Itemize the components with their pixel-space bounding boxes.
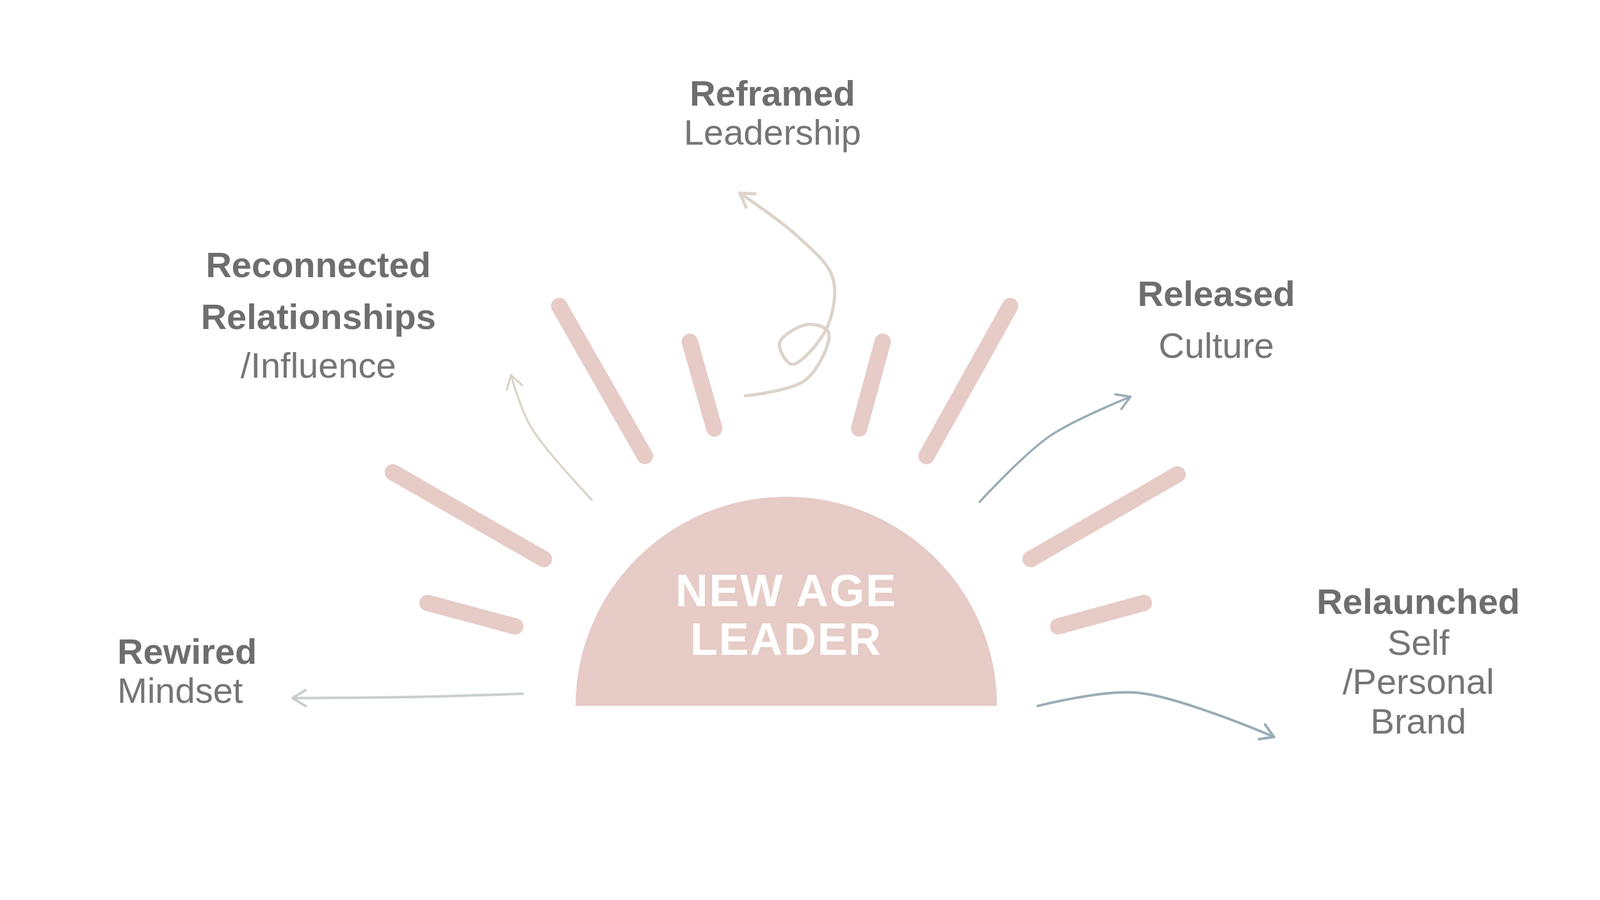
pillar-heading: Released: [1137, 267, 1296, 320]
arrowhead: [507, 375, 523, 390]
connector-group: [979, 394, 1131, 502]
connector-group: [1037, 692, 1275, 739]
label-node: Reconnected Relationships/Influence: [138, 238, 498, 390]
curved-arrow: [739, 193, 835, 397]
sun-ray: [427, 603, 516, 627]
sun-ray: [393, 472, 545, 559]
half-sun-shape: [575, 496, 997, 707]
pillar-subtitle: /Influence: [138, 342, 498, 390]
arrowhead: [1115, 394, 1131, 410]
pillar-heading: Reframed: [683, 73, 862, 114]
sun-ray: [926, 306, 1011, 456]
curved-arrow: [510, 375, 592, 501]
curved-arrow: [292, 694, 523, 699]
sun-ray: [1058, 603, 1145, 627]
label-node: ReleasedCulture: [1137, 267, 1296, 372]
pillar-heading: Rewired: [117, 631, 257, 672]
label-node: ReframedLeadership: [683, 73, 862, 153]
pillar-heading: Reconnected Relationships: [138, 238, 498, 343]
connector-group: [507, 375, 593, 501]
sun-ray: [859, 341, 883, 429]
curved-arrow: [979, 396, 1131, 502]
arrowhead: [739, 193, 755, 208]
pillar-subtitle: Leadership: [683, 112, 862, 153]
pillar-subtitle: Self /Personal Brand: [1317, 622, 1520, 742]
pillar-subtitle: Culture: [1137, 319, 1296, 372]
connector-group: [739, 193, 835, 397]
sun-ray: [1030, 474, 1179, 559]
sun-ray: [558, 306, 645, 456]
label-node: RelaunchedSelf /Personal Brand: [1317, 581, 1520, 741]
sun-ray: [689, 341, 714, 429]
sun-node: NEW AGE LEADER: [575, 496, 997, 707]
center-title: NEW AGE LEADER: [645, 567, 928, 664]
label-node: RewiredMindset: [117, 631, 257, 711]
pillar-heading: Relaunched: [1317, 581, 1520, 623]
connector-group: [292, 690, 523, 707]
arrowhead: [1258, 724, 1275, 740]
pillar-subtitle: Mindset: [117, 670, 257, 711]
arrowhead: [292, 690, 306, 707]
curved-arrow: [1037, 692, 1275, 737]
